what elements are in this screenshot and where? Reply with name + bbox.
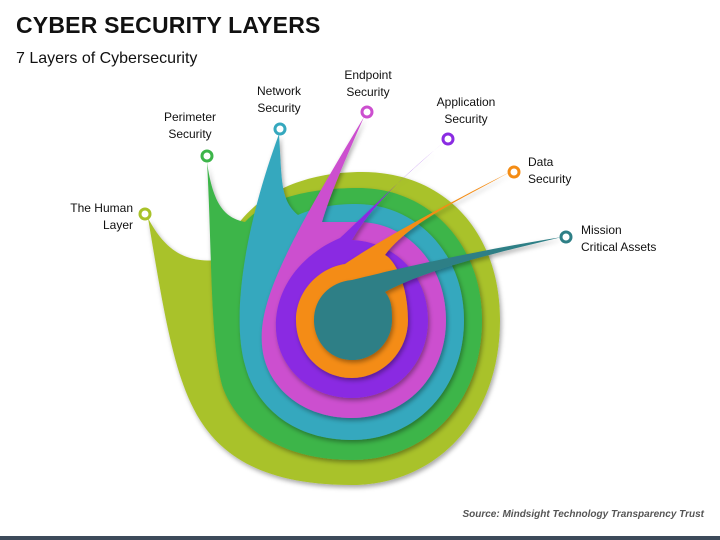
label-perimeter-security: Perimeter Security (164, 109, 216, 143)
label-perimeter-line2: Security (168, 127, 212, 141)
label-human-layer: The Human Layer (70, 200, 133, 234)
page-subtitle: 7 Layers of Cybersecurity (16, 50, 198, 67)
marker-data (507, 165, 521, 179)
label-data-line2: Security (528, 172, 572, 186)
marker-mission (559, 230, 573, 244)
label-data-security: Data Security (528, 154, 571, 188)
label-human-line1: The Human (70, 201, 133, 215)
marker-human (138, 207, 152, 221)
marker-application (441, 132, 455, 146)
marker-network (273, 122, 287, 136)
label-endpoint-security: Endpoint Security (344, 67, 391, 101)
label-network-line1: Network (256, 84, 302, 98)
marker-endpoint (360, 105, 374, 119)
label-application-line2: Security (444, 112, 488, 126)
label-mission-critical-assets: Mission Critical Assets (581, 222, 656, 256)
label-endpoint-line1: Endpoint (344, 68, 392, 82)
label-application-line1: Application (436, 95, 496, 109)
label-data-line1: Data (528, 155, 554, 169)
label-perimeter-line1: Perimeter (163, 110, 217, 124)
page-title: CYBER SECURITY LAYERS (16, 12, 321, 38)
label-application-security: Application Security (437, 94, 496, 128)
source-note: Source: Mindsight Technology Transparenc… (462, 509, 704, 520)
ring-mission (314, 237, 562, 360)
label-endpoint-line2: Security (346, 85, 390, 99)
label-human-line2: Layer (102, 218, 133, 232)
label-network-line2: Security (257, 101, 301, 115)
footer-bar (0, 536, 720, 540)
label-network-security: Network Security (257, 83, 301, 117)
label-mission-line1: Mission (581, 223, 622, 237)
marker-perimeter (200, 149, 214, 163)
label-mission-line2: Critical Assets (581, 240, 657, 254)
layer-mission (314, 230, 573, 360)
